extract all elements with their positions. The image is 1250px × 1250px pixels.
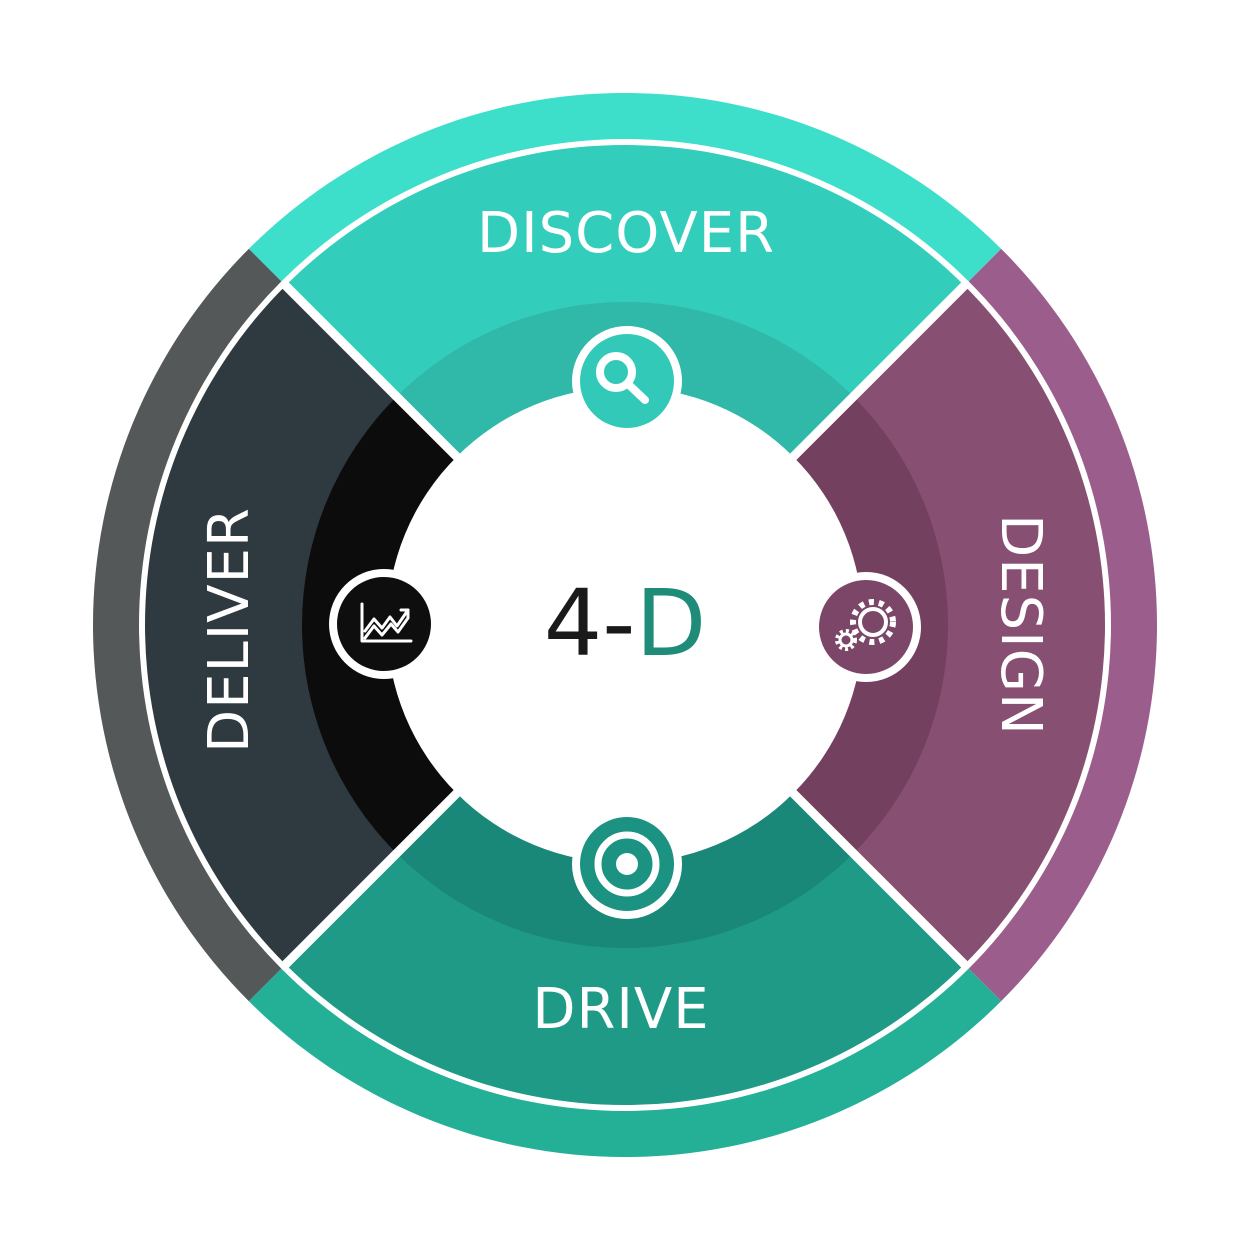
discover-icon-badge[interactable] bbox=[572, 326, 682, 436]
deliver-label: DELIVER bbox=[197, 507, 262, 753]
center-title-letter: D bbox=[635, 570, 706, 677]
design-inner-wedge bbox=[625, 302, 948, 948]
design-icon-badge[interactable] bbox=[811, 572, 921, 682]
discover-label: DISCOVER bbox=[477, 201, 775, 266]
design-label: DESIGN bbox=[988, 514, 1053, 736]
center-circle bbox=[387, 387, 863, 863]
gears-icon bbox=[835, 599, 896, 651]
deliver-inner-wedge bbox=[302, 302, 625, 948]
center-title-prefix: 4- bbox=[544, 570, 636, 677]
segment-dividers bbox=[281, 281, 969, 969]
discover-inner-wedge bbox=[302, 302, 948, 625]
drive-inner-wedge bbox=[302, 625, 948, 948]
drive-label: DRIVE bbox=[532, 977, 709, 1042]
center-title: 4-D bbox=[544, 570, 707, 677]
drive-icon-badge[interactable] bbox=[572, 809, 682, 919]
magnifier-icon bbox=[596, 352, 649, 404]
deliver-icon-badge[interactable] bbox=[329, 569, 439, 679]
target-icon bbox=[594, 831, 660, 897]
growth-chart-icon bbox=[360, 602, 413, 643]
